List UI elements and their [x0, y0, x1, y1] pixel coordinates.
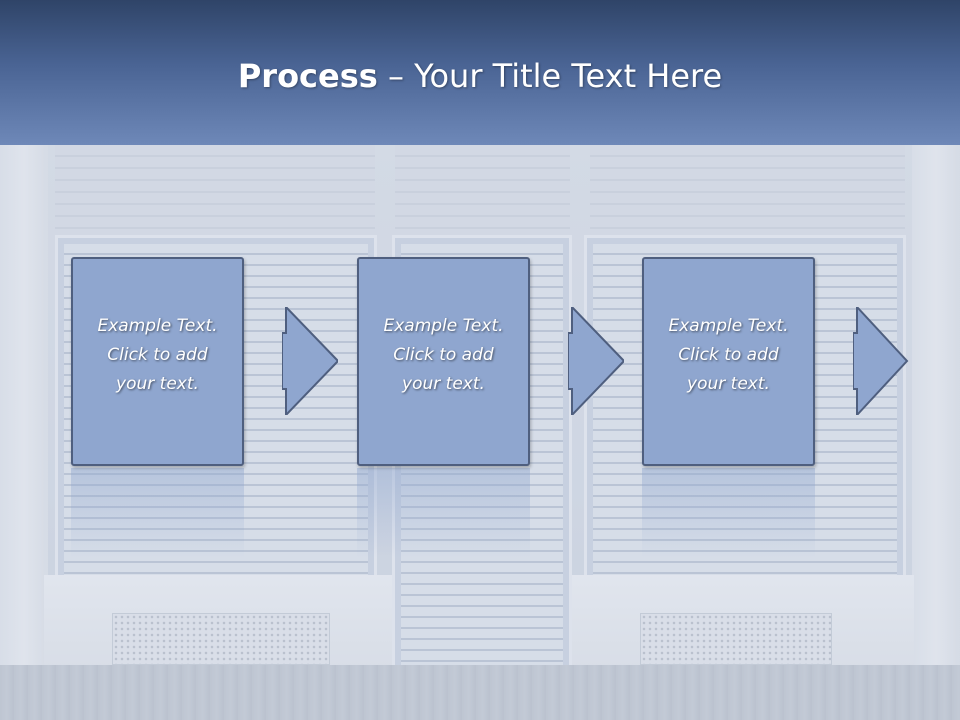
- step-reflection: [71, 468, 244, 558]
- step-reflection: [642, 468, 815, 558]
- step-reflection: [357, 468, 530, 558]
- left-pillar: [0, 145, 48, 665]
- upper-panel: [590, 145, 905, 240]
- vent-grille: [112, 613, 330, 665]
- process-step-1[interactable]: Example Text. Click to add your text.: [71, 257, 244, 466]
- title-band: Process – Your Title Text Here: [0, 0, 960, 145]
- step-text: Example Text. Click to add your text.: [97, 316, 218, 394]
- right-arrow-icon: [568, 307, 624, 415]
- upper-panel: [395, 145, 570, 240]
- process-step-3[interactable]: Example Text. Click to add your text.: [642, 257, 815, 466]
- title-bold-text: Process: [237, 57, 378, 95]
- step-text: Example Text. Click to add your text.: [383, 316, 504, 394]
- vent-grille: [640, 613, 832, 665]
- right-arrow-icon: [853, 307, 909, 415]
- upper-panel: [55, 145, 375, 240]
- title-text: – Your Title Text Here: [377, 57, 723, 95]
- right-arrow-icon: [282, 307, 338, 415]
- step-text: Example Text. Click to add your text.: [668, 316, 789, 394]
- sidewalk: [0, 665, 960, 720]
- slide-title[interactable]: Process – Your Title Text Here: [0, 56, 960, 96]
- process-step-2[interactable]: Example Text. Click to add your text.: [357, 257, 530, 466]
- right-pillar: [912, 145, 960, 665]
